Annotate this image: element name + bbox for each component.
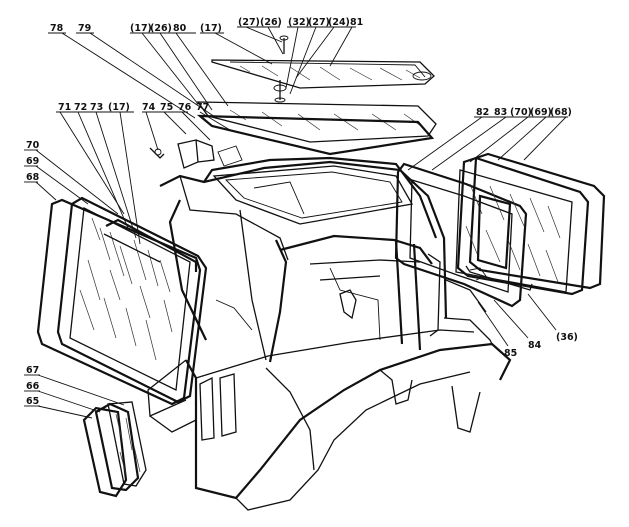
label-76: 76: [178, 102, 192, 113]
right-window-seal-82: [394, 162, 528, 308]
label-85: 85: [504, 348, 517, 359]
right-window-strip-84: [465, 265, 533, 291]
label-66: 66: [26, 381, 40, 392]
label-84: 84: [528, 340, 542, 351]
label-24: (24): [328, 17, 350, 28]
quarter-window-seal-65: [82, 406, 128, 498]
label-67: 67: [26, 365, 39, 376]
left-window-seal-69: [56, 196, 208, 404]
label-70-left: 70: [26, 140, 40, 151]
label-69-right: (69): [530, 107, 552, 118]
hatch-seal: [196, 114, 435, 156]
left-window-seal-71: [103, 218, 198, 272]
hatch-bolt-hardware: [273, 35, 289, 103]
label-36: (36): [556, 332, 578, 343]
label-72: 72: [74, 102, 87, 113]
label-27-a: (27): [238, 17, 260, 28]
label-68-right: (68): [550, 107, 572, 118]
left-window-glass-70: [69, 206, 191, 391]
part-labels: 78 79 (17) (26) 80 (17) (27) (26) (32) (…: [26, 17, 578, 407]
right-window-seal-68: [468, 152, 606, 290]
label-73: 73: [90, 102, 103, 113]
quarter-window-glass-67: [107, 401, 147, 487]
label-74: 74: [142, 102, 156, 113]
right-window-frame-83: [409, 179, 513, 293]
label-77: 77: [196, 102, 209, 113]
label-69-left: 69: [26, 156, 39, 167]
light-bracket: [149, 139, 243, 169]
label-80: 80: [173, 23, 187, 34]
roof-hatch-cover: [211, 59, 435, 89]
label-26-b: (26): [260, 17, 282, 28]
right-window-glass-70: [455, 169, 573, 293]
label-underlines: [24, 26, 568, 407]
label-65: 65: [26, 396, 39, 407]
label-79: 79: [78, 23, 91, 34]
label-81: 81: [350, 17, 363, 28]
label-78: 78: [50, 23, 64, 34]
label-32: (32): [288, 17, 310, 28]
label-70-right: (70): [510, 107, 532, 118]
right-window-seal-69: [456, 156, 590, 296]
cab-body: [147, 156, 512, 511]
label-83: 83: [494, 107, 507, 118]
label-68-left: 68: [26, 172, 40, 183]
label-17-c: (17): [108, 102, 130, 113]
label-17-a: (17): [130, 23, 152, 34]
label-71: 71: [58, 102, 71, 113]
label-75: 75: [160, 102, 173, 113]
label-26-a: (26): [150, 23, 172, 34]
label-82: 82: [476, 107, 489, 118]
label-17-b: (17): [200, 23, 222, 34]
label-27-b: (27): [308, 17, 330, 28]
